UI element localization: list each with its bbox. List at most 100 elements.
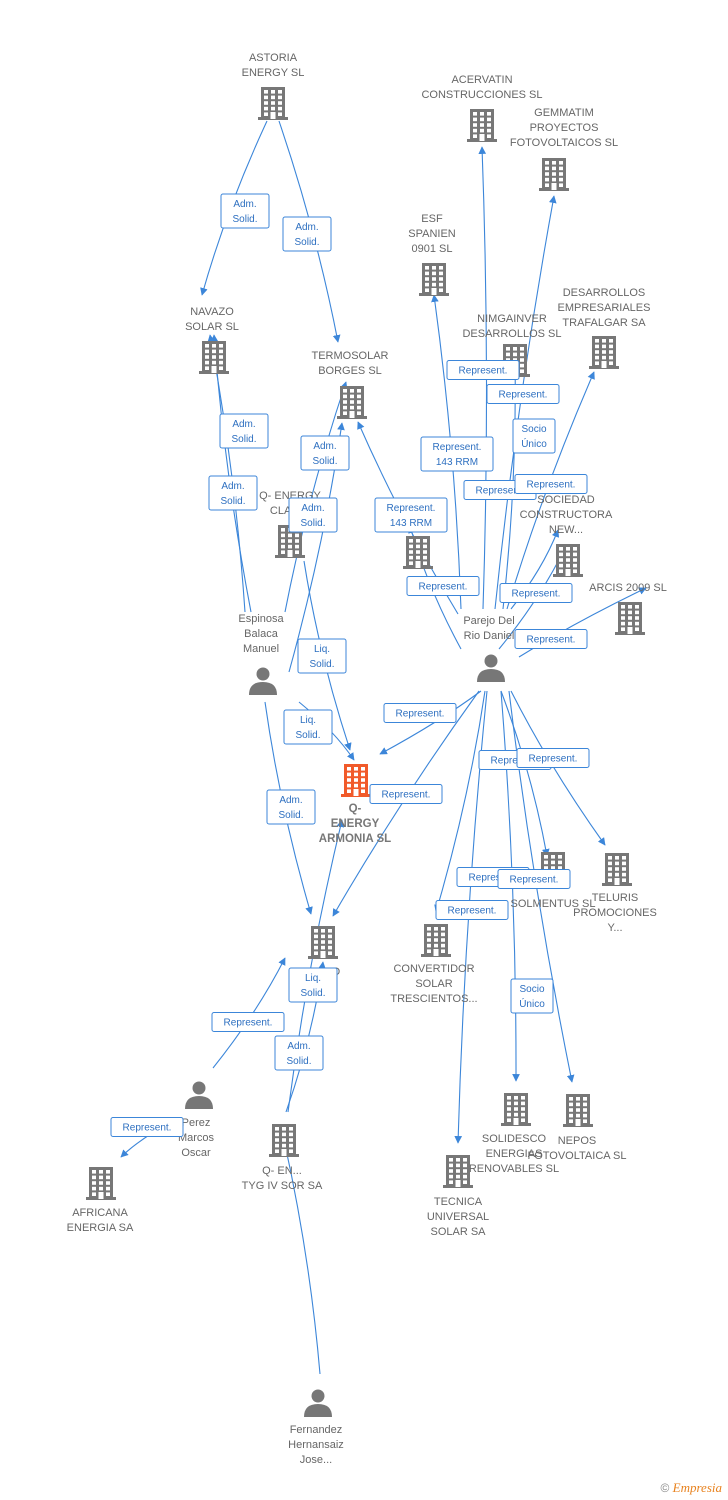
node-label: Parejo Del [463, 615, 514, 627]
building-icon [199, 341, 229, 374]
edge-label[interactable]: Adm.Solid. [219, 413, 269, 449]
edge-label-text: Solid. [232, 214, 257, 225]
edge-label[interactable]: Represent. [369, 784, 443, 804]
edge-label[interactable]: Liq.Solid. [297, 638, 347, 674]
edge-label-text: Solid. [295, 730, 320, 741]
node-label: ENERGY SL [242, 67, 305, 79]
edge-label-text: Represent. [459, 366, 508, 377]
building-icon [443, 1155, 473, 1188]
node-label: TRESCIENTOS... [390, 993, 477, 1005]
node-label: SOLAR SA [430, 1226, 486, 1238]
node-teluris[interactable]: TELURISPROMOCIONESY... [573, 853, 657, 934]
edge-espinosa-to-navazo [210, 334, 252, 613]
edge-label-text: Socio [519, 984, 544, 995]
edge-label[interactable]: Represent. [516, 748, 590, 768]
building-icon [337, 386, 367, 419]
node-label: Marcos [178, 1132, 215, 1144]
edge-label[interactable]: Adm.Solid. [288, 497, 338, 533]
edge-label[interactable]: Represent. [435, 900, 509, 920]
node-label: PROMOCIONES [573, 907, 657, 919]
edge-label-text: Solid. [294, 237, 319, 248]
edge-label[interactable]: Represent. [514, 474, 588, 494]
edge-label-text: 143 RRM [436, 457, 478, 468]
node-label: PROYECTOS [530, 122, 599, 134]
edge-label-text: Socio [521, 424, 546, 435]
edge-label[interactable]: Represent.143 RRM [374, 497, 448, 533]
edge-label[interactable]: Liq.Solid. [283, 709, 333, 745]
person-icon [185, 1081, 213, 1109]
node-label: TELURIS [592, 892, 638, 904]
edge-label[interactable]: Adm.Solid. [208, 475, 258, 511]
node-label: Espinosa [238, 613, 284, 625]
node-label: ENERGY [331, 818, 380, 830]
edge-label[interactable]: Adm.Solid. [220, 193, 270, 229]
node-label: SPANIEN [408, 228, 456, 240]
building-icon [501, 1093, 531, 1126]
edge-label[interactable]: Represent. [514, 629, 588, 649]
edge-label-text: Único [521, 437, 547, 450]
edge-label-text: Adm. [232, 419, 255, 430]
brand-logo[interactable]: Empresia [672, 1480, 722, 1495]
edge-label-text: Represent. [433, 442, 482, 453]
edge-label[interactable]: Adm.Solid. [300, 435, 350, 471]
edge-label[interactable]: Represent. [497, 869, 571, 889]
node-label: NIMGAINVER [477, 313, 547, 325]
node-label: 0901 SL [412, 243, 453, 255]
edge-label[interactable]: Represent. [406, 576, 480, 596]
node-label: CONVERTIDOR [393, 963, 474, 975]
node-convertidor[interactable]: CONVERTIDOR SOLAR TRESCIENTOS... [390, 924, 478, 1005]
building-icon [269, 1124, 299, 1157]
building-icon [308, 926, 338, 959]
node-label: NEW... [549, 524, 583, 536]
node-label: CONSTRUCTORA [520, 509, 613, 521]
edge-label[interactable]: Represent. [383, 703, 457, 723]
edge-label[interactable]: Represent. [486, 384, 560, 404]
building-icon [563, 1094, 593, 1127]
building-icon [602, 853, 632, 886]
node-label: AFRICANA [72, 1207, 128, 1219]
edge-label[interactable]: Liq.Solid. [288, 967, 338, 1003]
edge-label[interactable]: Represent. [446, 360, 520, 380]
edge-label-text: Único [519, 997, 545, 1010]
edge-label[interactable]: Adm.Solid. [266, 789, 316, 825]
edge-label[interactable]: Represent. [110, 1117, 184, 1137]
node-arcis[interactable]: ARCIS 2009 SL [589, 582, 667, 635]
building-icon [553, 544, 583, 577]
node-sociedad[interactable]: SOCIEDADCONSTRUCTORANEW... [520, 494, 613, 577]
edge-espinosa-to-navazo [207, 334, 246, 613]
node-label: TYG IV SOR SA [242, 1180, 323, 1192]
building-icon [539, 158, 569, 191]
node-fernandez[interactable]: FernandezHernansaizJose... [288, 1389, 344, 1467]
edge-label[interactable]: Represent. 143 RRM [420, 436, 494, 472]
node-label: ARMONIA SL [319, 833, 391, 845]
edge-label-text: Liq. [305, 973, 321, 984]
node-label: SOLAR SL [185, 321, 239, 333]
building-icon [589, 336, 619, 369]
node-qtyg[interactable]: Q- EN...TYG IV SOR SA [242, 1124, 323, 1192]
node-label: SOLAR [415, 978, 452, 990]
edge-label[interactable]: Adm.Solid. [282, 216, 332, 252]
edge-labels-layer: Adm.Solid.Adm.Solid.Adm.Solid.Adm.Solid.… [110, 193, 590, 1137]
edge-label[interactable]: Represent. [499, 583, 573, 603]
edge-label-text: Adm. [301, 503, 324, 514]
edge-label[interactable]: Represent. [211, 1012, 285, 1032]
edge-label[interactable]: Adm.Solid. [274, 1035, 324, 1071]
